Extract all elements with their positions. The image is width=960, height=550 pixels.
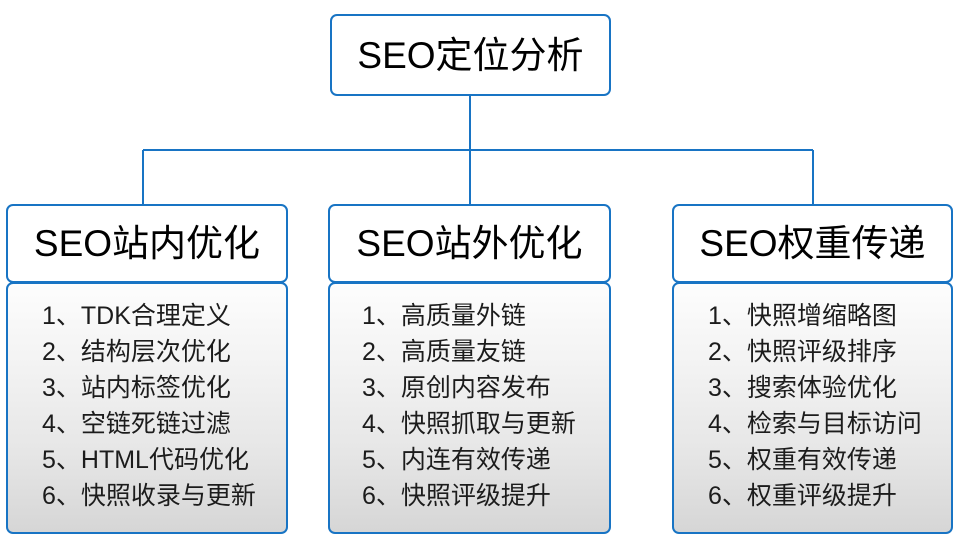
branch-header-3[interactable]: SEO权重传递 [672,204,953,283]
list-item: 2、结构层次优化 [42,338,231,366]
branch-header-1[interactable]: SEO站内优化 [6,204,288,283]
list-item: 1、高质量外链 [362,302,526,330]
branch-column-2: SEO站外优化 1、高质量外链 2、高质量友链 3、原创内容发布 4、快照抓取与… [328,204,611,534]
list-item: 6、快照评级提升 [362,482,551,510]
list-item: 4、快照抓取与更新 [362,410,576,438]
branch-column-1: SEO站内优化 1、TDK合理定义 2、结构层次优化 3、站内标签优化 4、空链… [6,204,288,534]
list-item: 3、搜索体验优化 [708,374,897,402]
branch-header-2[interactable]: SEO站外优化 [328,204,611,283]
root-node[interactable]: SEO定位分析 [330,14,611,96]
branch-list-2: 1、高质量外链 2、高质量友链 3、原创内容发布 4、快照抓取与更新 5、内连有… [328,282,611,534]
list-item: 4、空链死链过滤 [42,410,231,438]
list-item: 1、TDK合理定义 [42,302,231,330]
branch-list-3: 1、快照增缩略图 2、快照评级排序 3、搜索体验优化 4、检索与目标访问 5、权… [672,282,953,534]
branch-list-1: 1、TDK合理定义 2、结构层次优化 3、站内标签优化 4、空链死链过滤 5、H… [6,282,288,534]
list-item: 5、权重有效传递 [708,446,897,474]
list-item: 5、内连有效传递 [362,446,551,474]
list-item: 4、检索与目标访问 [708,410,922,438]
list-item: 2、快照评级排序 [708,338,897,366]
list-item: 5、HTML代码优化 [42,446,249,474]
root-node-label: SEO定位分析 [357,34,584,76]
list-item: 6、快照收录与更新 [42,482,256,510]
branch-column-3: SEO权重传递 1、快照增缩略图 2、快照评级排序 3、搜索体验优化 4、检索与… [672,204,953,534]
list-item: 3、站内标签优化 [42,374,231,402]
branch-title-3: SEO权重传递 [699,223,926,264]
branch-title-1: SEO站内优化 [33,223,261,264]
list-item: 6、权重评级提升 [708,482,897,510]
list-item: 3、原创内容发布 [362,374,551,402]
list-item: 1、快照增缩略图 [708,302,897,330]
list-item: 2、高质量友链 [362,338,526,366]
branch-title-2: SEO站外优化 [356,223,583,264]
